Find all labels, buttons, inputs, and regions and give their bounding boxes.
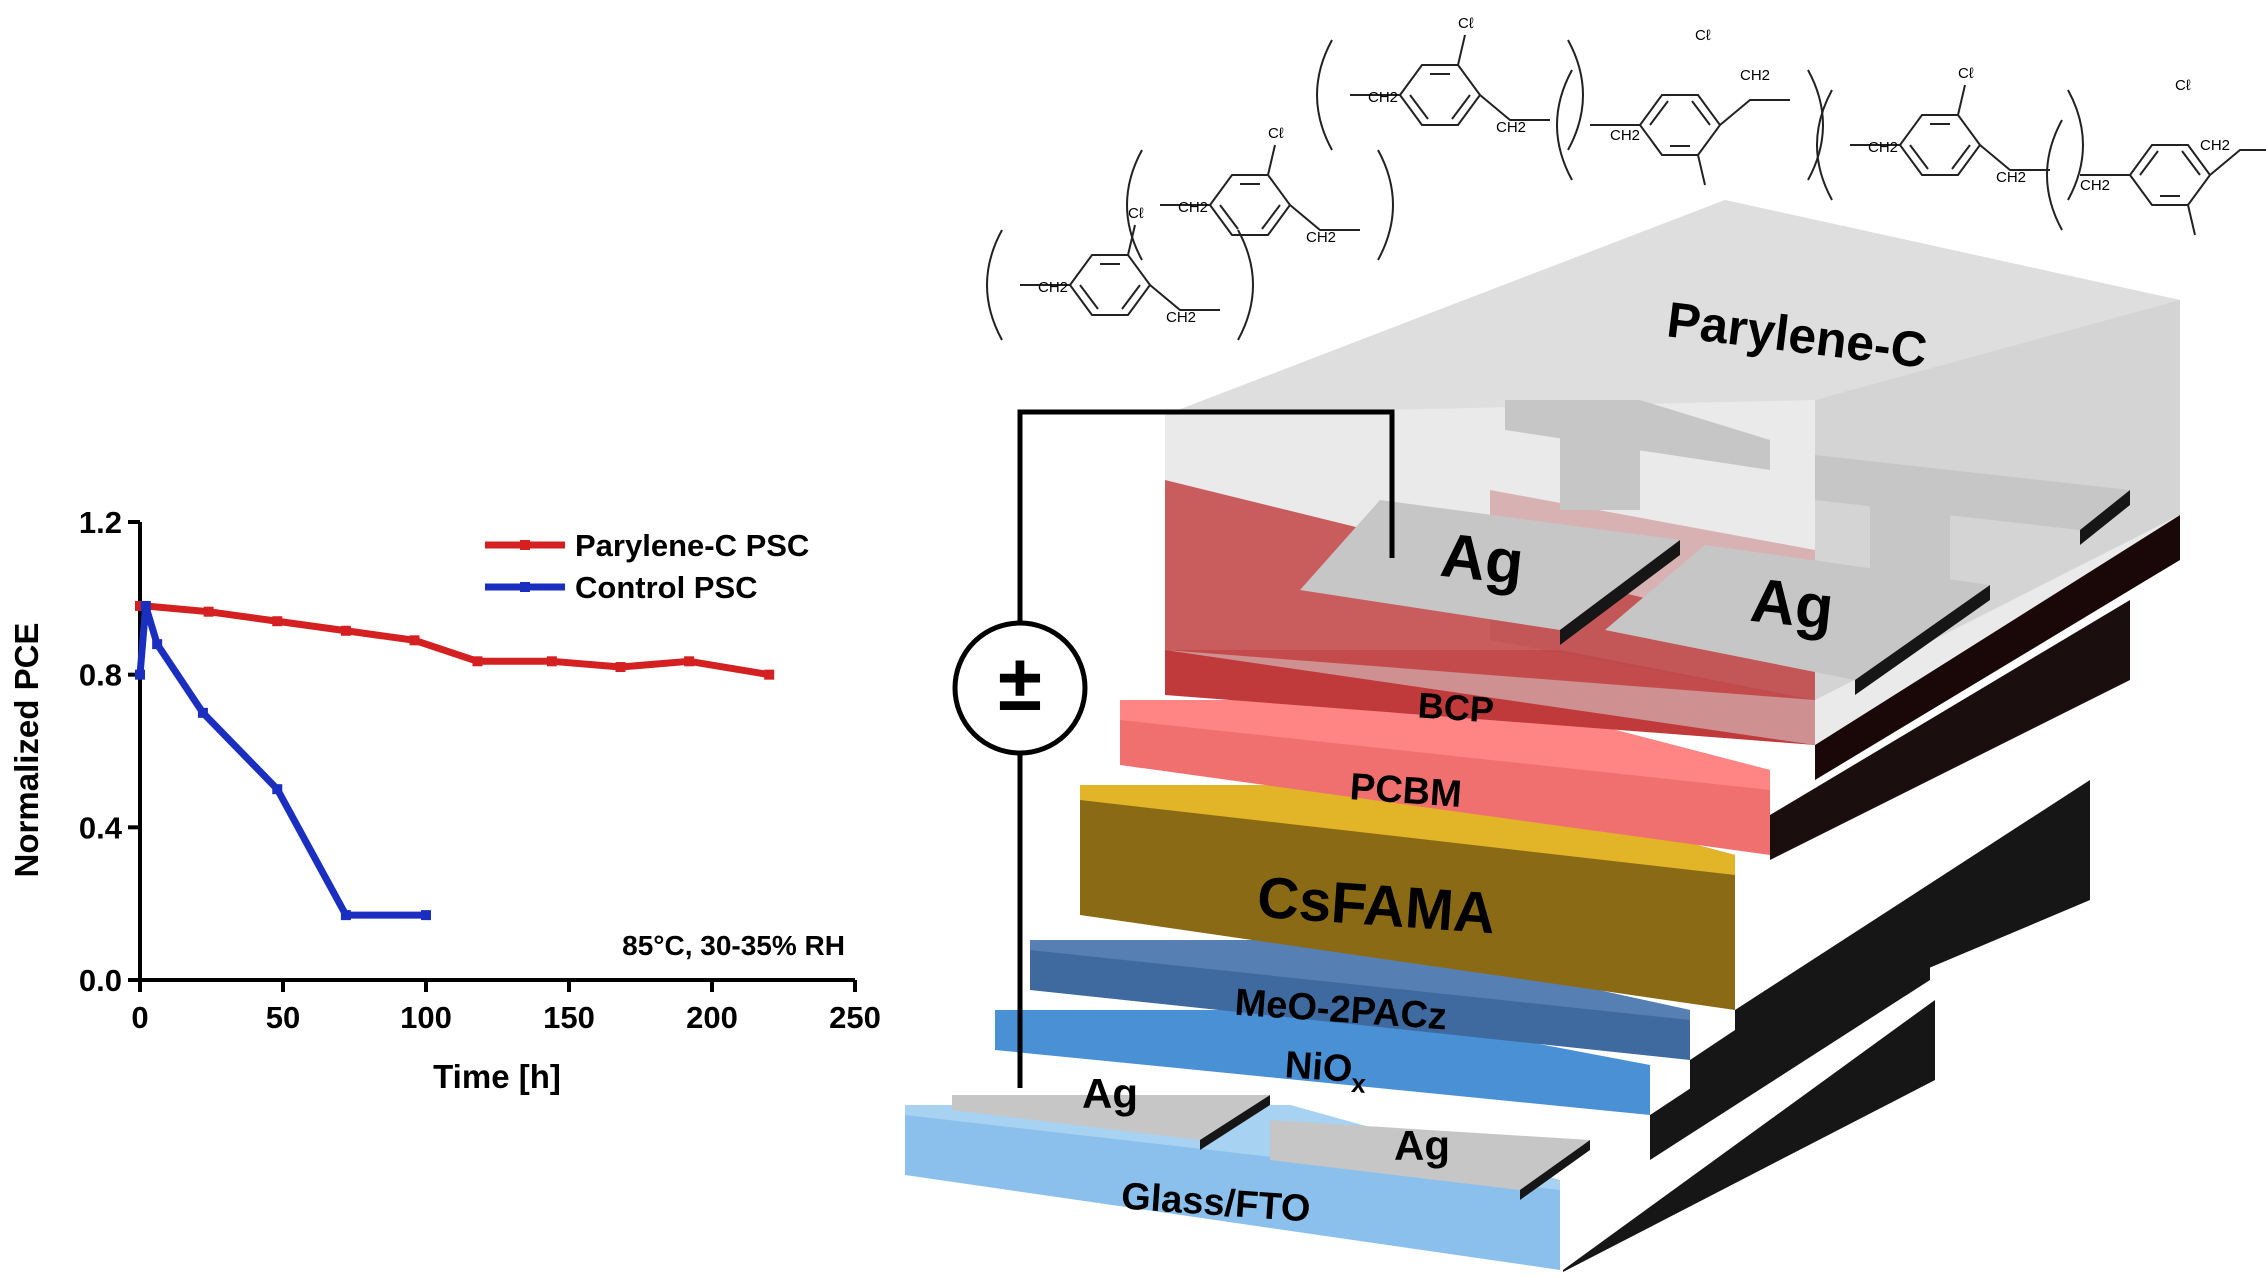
- data-point-1-0: [135, 669, 145, 680]
- external-circuit: ±: [952, 409, 1395, 1088]
- x-tick-label-1: 50: [266, 1000, 300, 1035]
- molecule-4: [1556, 69, 1824, 186]
- svg-text:CH2: CH2: [1496, 119, 1526, 136]
- svg-text:CH2: CH2: [1996, 169, 2026, 186]
- data-point-1-3: [197, 707, 208, 718]
- y-tick-label-2: 0.8: [79, 658, 122, 693]
- bottom-electrode-right: Ag: [1270, 1120, 1590, 1200]
- svg-text:Ag: Ag: [1747, 566, 1836, 643]
- y-tick-label-1: 0.4: [79, 810, 123, 845]
- svg-text:CH2: CH2: [1610, 127, 1640, 144]
- legend: Parylene-C PSC Control PSC: [485, 528, 809, 605]
- bottom-electrode-left: Ag: [952, 1070, 1270, 1150]
- svg-text:CH2: CH2: [2080, 177, 2110, 194]
- chart-annotation: 85°C, 30-35% RH: [622, 930, 845, 961]
- data-point-0-0: [135, 600, 145, 611]
- legend-marker-0: [520, 540, 530, 550]
- x-tick-label-3: 150: [543, 1000, 595, 1035]
- pce-chart: 0.0 0.4 0.8 1.2 0 50 100 150 200 250 Normalized …: [8, 505, 881, 1095]
- data-point-0-3: [272, 616, 283, 627]
- legend-marker-1: [520, 582, 530, 592]
- svg-text:Cℓ: Cℓ: [1458, 15, 1474, 32]
- y-tick-label-0: 0.0: [79, 963, 122, 998]
- y-axis-label: Normalized PCE: [8, 623, 45, 878]
- molecule-5: CH2 Cℓ CH2: [1816, 65, 2084, 201]
- svg-text:CH2: CH2: [2200, 137, 2230, 154]
- voltage-source: [952, 620, 1088, 756]
- x-tick-label-5: 250: [829, 1000, 881, 1035]
- data-point-1-4: [272, 784, 283, 795]
- svg-text:Cℓ: Cℓ: [1958, 65, 1974, 82]
- top-electrode-right: Ag: [1605, 455, 2130, 695]
- molecule-2: CH2 Cℓ CH2: [1126, 125, 1394, 261]
- svg-text:CH2: CH2: [1038, 279, 1068, 296]
- data-point-0-4: [340, 625, 351, 636]
- x-tick-label-0: 0: [131, 1000, 148, 1035]
- legend-label-1: Control PSC: [575, 570, 758, 605]
- data-point-0-9: [684, 656, 695, 667]
- series-1: [135, 600, 431, 921]
- pcbm-label: PCBM: [1349, 766, 1464, 816]
- x-tick-label-2: 100: [400, 1000, 452, 1035]
- data-point-0-6: [472, 656, 483, 667]
- x-ticks: 0 50 100 150 200 250: [131, 980, 881, 1035]
- svg-text:CH2: CH2: [1740, 67, 1770, 84]
- data-point-1-6: [421, 910, 431, 921]
- svg-text:CH2: CH2: [1178, 199, 1208, 216]
- data-point-1-1: [140, 600, 151, 611]
- top-electrode-left: Ag: [1300, 400, 1770, 645]
- svg-text:Cℓ: Cℓ: [1268, 125, 1284, 142]
- molecule-4-labels: CH2 Cℓ CH2: [1610, 27, 1770, 144]
- data-point-1-2: [152, 639, 163, 650]
- parylene-molecules: CH2 Cℓ CH2 CH2 Cℓ CH2 CH2 Cℓ CH2 CH2 Cℓ …: [986, 15, 2266, 341]
- molecule-6-labels: CH2 Cℓ CH2: [2080, 77, 2230, 194]
- layer-perovskite: CsFAMA: [1080, 780, 2090, 1050]
- molecule-1: CH2 Cℓ CH2: [986, 205, 1254, 341]
- svg-text:Cℓ: Cℓ: [1128, 205, 1144, 222]
- svg-text:Ag: Ag: [1437, 521, 1526, 598]
- molecule-3: CH2 Cℓ CH2: [1316, 15, 1584, 151]
- data-point-0-8: [615, 662, 626, 673]
- svg-text:CH2: CH2: [1868, 139, 1898, 156]
- series-layer: [135, 600, 775, 921]
- x-axis-label: Time [h]: [433, 1058, 561, 1095]
- svg-text:CH2: CH2: [1368, 89, 1398, 106]
- svg-text:Cℓ: Cℓ: [1695, 27, 1711, 44]
- data-point-0-7: [546, 656, 557, 667]
- data-point-0-2: [203, 606, 214, 617]
- svg-text:CH2: CH2: [1166, 309, 1196, 326]
- data-point-1-5: [340, 910, 351, 921]
- svg-text:CH2: CH2: [1306, 229, 1336, 246]
- y-tick-label-3: 1.2: [79, 505, 122, 540]
- nio-label: NiOx: [1283, 1044, 1369, 1099]
- svg-text:Ag: Ag: [1394, 1122, 1450, 1169]
- layer-pcbm: PCBM: [1120, 600, 2130, 860]
- y-ticks: 0.0 0.4 0.8 1.2: [79, 505, 140, 998]
- x-tick-label-4: 200: [686, 1000, 738, 1035]
- data-point-0-10: [764, 669, 775, 680]
- voltage-source-plus: ±: [998, 638, 1042, 727]
- svg-text:Cℓ: Cℓ: [2175, 77, 2191, 94]
- legend-label-0: Parylene-C PSC: [575, 528, 809, 563]
- data-point-0-5: [409, 635, 420, 646]
- svg-text:Ag: Ag: [1082, 1070, 1138, 1117]
